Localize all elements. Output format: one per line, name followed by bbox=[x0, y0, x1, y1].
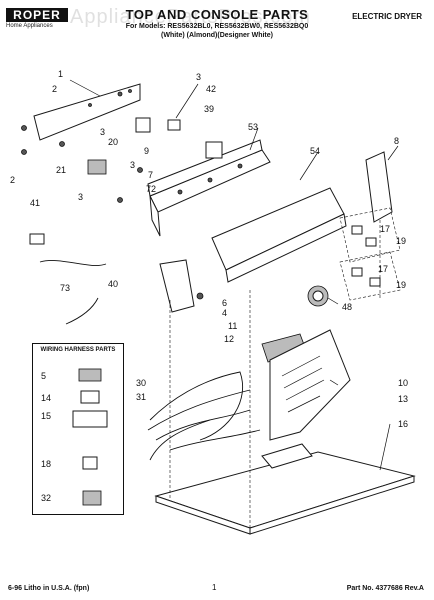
legend-parts: 5 14 15 18 32 bbox=[41, 368, 108, 506]
side-panel bbox=[159, 259, 195, 313]
terminal-block-41 bbox=[29, 233, 45, 245]
part-number: Part No. 4377686 Rev.A bbox=[346, 585, 424, 592]
svg-text:3: 3 bbox=[196, 72, 201, 82]
svg-text:17: 17 bbox=[380, 224, 390, 234]
svg-text:20: 20 bbox=[108, 137, 118, 147]
svg-text:3: 3 bbox=[130, 160, 135, 170]
model-list: For Models: RES5632BL0, RES5632BW0, RES5… bbox=[125, 23, 309, 30]
wiring-harness bbox=[147, 371, 261, 461]
svg-text:72: 72 bbox=[146, 184, 156, 194]
knob-42 bbox=[167, 119, 181, 131]
svg-text:3: 3 bbox=[100, 127, 105, 137]
callout-labels: 1 2 2 3 42 3 20 21 3 39 53 9 7 72 3 8 54… bbox=[10, 69, 408, 429]
svg-text:48: 48 bbox=[342, 302, 352, 312]
svg-text:39: 39 bbox=[204, 104, 214, 114]
watermark: AppliancePartsPros.com bbox=[70, 6, 311, 28]
wire-40 bbox=[39, 260, 107, 266]
svg-text:17: 17 bbox=[378, 264, 388, 274]
wiring-harness-legend: WIRING HARNESS PARTS 5 14 15 18 32 bbox=[32, 343, 124, 515]
svg-text:42: 42 bbox=[206, 84, 216, 94]
svg-text:21: 21 bbox=[56, 165, 66, 175]
harness-part-5 bbox=[78, 368, 102, 382]
svg-text:41: 41 bbox=[30, 198, 40, 208]
svg-text:19: 19 bbox=[396, 236, 406, 246]
svg-text:2: 2 bbox=[10, 175, 15, 185]
title-block: TOP AND CONSOLE PARTS For Models: RES563… bbox=[92, 8, 342, 40]
svg-text:15: 15 bbox=[41, 411, 51, 421]
harness-part-18 bbox=[82, 456, 98, 470]
svg-text:3: 3 bbox=[78, 192, 83, 202]
brand-name: ROPER bbox=[6, 8, 68, 22]
clip-17 bbox=[351, 225, 363, 235]
svg-text:9: 9 bbox=[144, 146, 149, 156]
svg-text:4: 4 bbox=[222, 308, 227, 318]
harness-part-32 bbox=[82, 490, 102, 506]
svg-text:32: 32 bbox=[41, 493, 51, 503]
screw-6 bbox=[196, 292, 204, 300]
end-cap bbox=[365, 151, 393, 223]
clip-17b bbox=[351, 267, 363, 277]
legend-title: WIRING HARNESS PARTS bbox=[40, 347, 116, 353]
svg-text:11: 11 bbox=[228, 321, 237, 331]
clip-19 bbox=[365, 237, 377, 247]
wire-73 bbox=[65, 297, 99, 325]
svg-text:7: 7 bbox=[148, 170, 153, 180]
clip-19b bbox=[369, 277, 381, 287]
harness-part-14 bbox=[80, 390, 100, 404]
svg-text:14: 14 bbox=[41, 393, 51, 403]
duct-assembly bbox=[269, 329, 351, 441]
harness-part-15 bbox=[72, 410, 108, 428]
svg-text:30: 30 bbox=[136, 378, 146, 388]
svg-text:5: 5 bbox=[41, 371, 46, 381]
selector-39 bbox=[205, 141, 223, 159]
svg-text:31: 31 bbox=[136, 392, 146, 402]
page-title: TOP AND CONSOLE PARTS bbox=[125, 7, 309, 22]
svg-text:13: 13 bbox=[398, 394, 408, 404]
timer-21 bbox=[87, 159, 107, 175]
document-type: ELECTRIC DRYER bbox=[352, 12, 422, 21]
svg-text:19: 19 bbox=[396, 280, 406, 290]
control-panel bbox=[33, 83, 141, 141]
svg-text:12: 12 bbox=[224, 334, 234, 344]
svg-text:16: 16 bbox=[398, 419, 408, 429]
color-list: (White) (Almond)(Designer White) bbox=[161, 32, 273, 39]
svg-text:18: 18 bbox=[41, 459, 51, 469]
svg-text:10: 10 bbox=[398, 378, 408, 388]
svg-text:40: 40 bbox=[108, 279, 118, 289]
svg-text:73: 73 bbox=[60, 283, 70, 293]
svg-text:6: 6 bbox=[222, 298, 227, 308]
svg-text:8: 8 bbox=[394, 136, 399, 146]
svg-text:53: 53 bbox=[248, 122, 258, 132]
svg-text:1: 1 bbox=[58, 69, 63, 79]
brand-logo: ROPER Home Appliances bbox=[6, 8, 68, 32]
svg-text:54: 54 bbox=[310, 146, 320, 156]
brand-subtitle: Home Appliances bbox=[6, 23, 53, 29]
litho-note: 6-96 Litho in U.S.A. (fpn) bbox=[8, 585, 90, 592]
page-number: 1 bbox=[212, 583, 217, 592]
switch-20 bbox=[135, 117, 151, 133]
svg-text:2: 2 bbox=[52, 84, 57, 94]
